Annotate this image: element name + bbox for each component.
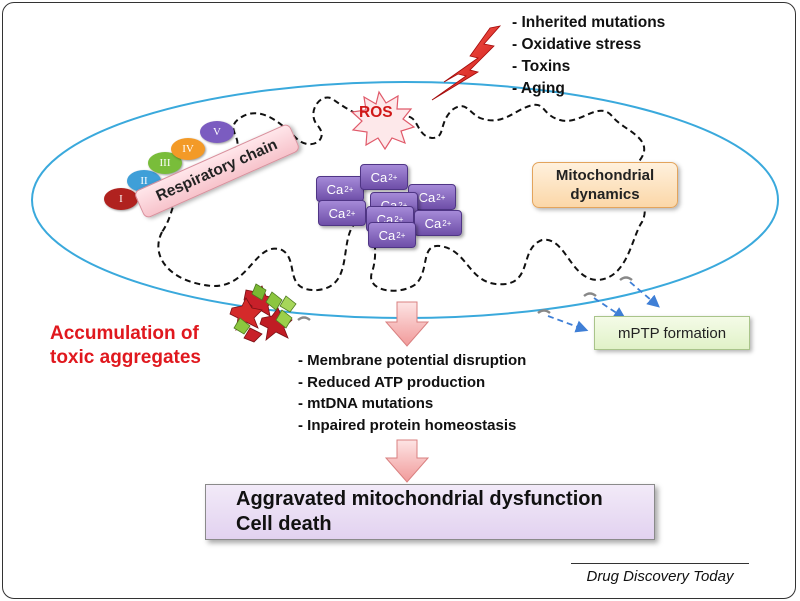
effects-list: - Membrane potential disruption - Reduce…	[298, 350, 526, 436]
complex-v: V	[200, 121, 234, 143]
stressor-item: - Toxins	[512, 58, 571, 75]
calcium-charge: 2+	[346, 208, 356, 218]
lightning-bolt-icon	[431, 25, 502, 101]
source-credit: Drug Discovery Today	[571, 563, 749, 585]
outcome-item: Aggravated mitochondrial dysfunction	[236, 488, 603, 510]
accumulation-line: Accumulation of	[50, 323, 199, 344]
calcium-charge: 2+	[388, 172, 398, 182]
stressor-item: - Inherited mutations	[512, 14, 666, 31]
calcium-charge: 2+	[436, 192, 446, 202]
complex-iv: IV	[171, 138, 205, 160]
stressor-item: - Aging	[512, 80, 565, 97]
effect-item: - Reduced ATP production	[298, 373, 486, 391]
accumulation-label: Accumulation of toxic aggregates	[50, 322, 201, 370]
membrane-pores	[297, 276, 633, 321]
ros-label: ROS	[359, 104, 393, 121]
down-arrow-2	[384, 439, 430, 483]
accumulation-line: toxic aggregates	[50, 347, 201, 368]
calcium-symbol: Ca	[378, 227, 396, 243]
calcium-charge: 2+	[398, 200, 408, 210]
calcium-symbol: Ca	[370, 169, 388, 185]
calcium-symbol: Ca	[328, 205, 346, 221]
mptp-arrows	[547, 281, 660, 333]
stressor-list: - Inherited mutations - Oxidative stress…	[512, 12, 665, 100]
calcium-symbol: Ca	[424, 215, 442, 231]
effect-item: - mtDNA mutations	[298, 395, 434, 412]
effect-item: - Inpaired protein homeostasis	[298, 416, 517, 434]
effect-item: - Membrane potential disruption	[298, 352, 527, 369]
mitochondrial-dynamics-label: Mitochondrial dynamics	[532, 162, 678, 208]
calcium-charge: 2+	[394, 214, 404, 224]
stressor-item: - Oxidative stress	[512, 36, 642, 53]
complex-iii: III	[148, 152, 182, 174]
calcium-charge: 2+	[344, 184, 354, 194]
ros-starburst	[350, 90, 416, 151]
down-arrow-1	[384, 301, 430, 347]
mptp-formation-box: mPTP formation	[594, 316, 750, 350]
calcium-symbol: Ca	[326, 181, 344, 197]
calcium-symbol: Ca	[418, 189, 436, 205]
calcium-charge: 2+	[442, 218, 452, 228]
outcome-item: Cell death	[236, 513, 332, 535]
outcome-box: Aggravated mitochondrial dysfunction Cel…	[205, 484, 655, 540]
complex-i: I	[104, 188, 138, 210]
calcium-charge: 2+	[396, 230, 406, 240]
toxic-aggregate-icon	[229, 283, 297, 343]
